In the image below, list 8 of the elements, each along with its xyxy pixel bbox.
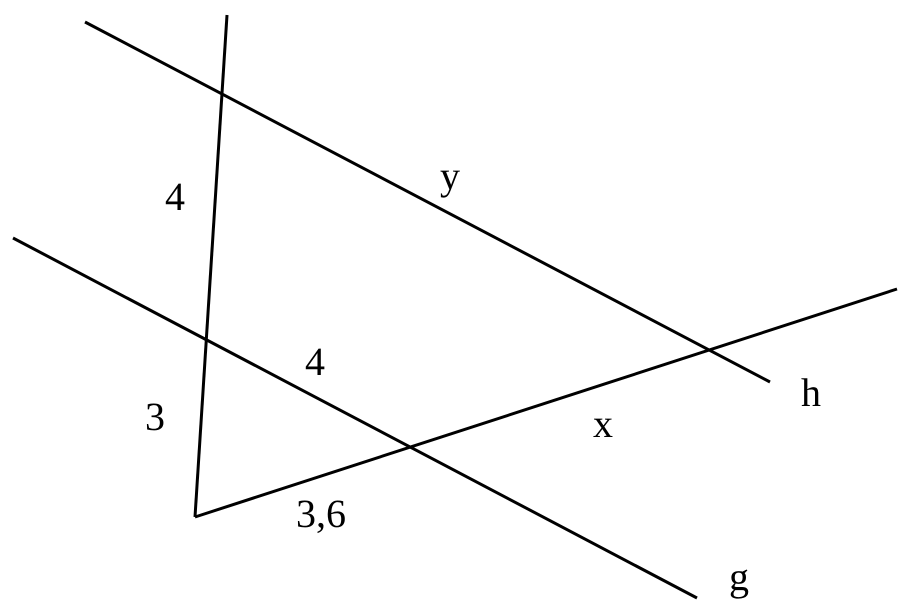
variable-label: x xyxy=(593,404,613,444)
line-name-label: h xyxy=(801,373,821,413)
variable-label: y xyxy=(440,156,460,196)
length-label: 4 xyxy=(305,342,325,382)
length-label: 3 xyxy=(145,397,165,437)
length-label: 4 xyxy=(165,177,185,217)
length-label: 3,6 xyxy=(296,494,346,534)
line-name-label: g xyxy=(729,557,749,597)
